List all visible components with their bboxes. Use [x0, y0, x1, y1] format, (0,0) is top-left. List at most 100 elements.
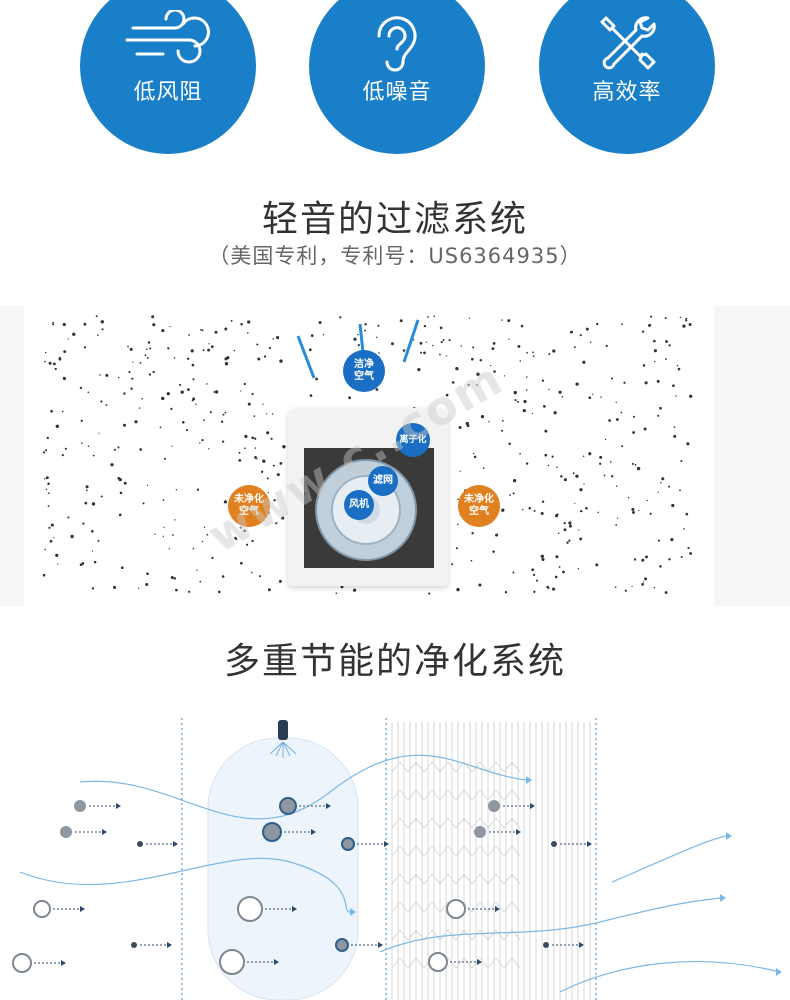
particle — [551, 841, 557, 847]
dust-particle — [439, 326, 443, 330]
dust-particle — [611, 377, 613, 380]
particle — [12, 953, 32, 973]
dust-particle — [614, 586, 617, 588]
dust-particle — [263, 355, 267, 358]
dust-particle — [238, 459, 242, 462]
dust-particle — [480, 414, 485, 419]
dust-particle — [206, 533, 209, 536]
dust-particle — [170, 407, 173, 411]
dust-particle — [568, 524, 573, 528]
section-title-purification-system: 多重节能的净化系统 — [223, 641, 566, 682]
dust-particle — [203, 419, 205, 422]
dust-particle — [582, 455, 585, 457]
dust-particle — [679, 489, 681, 492]
dust-particle — [568, 539, 571, 542]
dust-particle — [650, 315, 653, 318]
dust-particle — [476, 372, 480, 376]
dust-particle — [44, 548, 46, 551]
dust-particle — [224, 327, 228, 331]
dust-particle — [188, 334, 190, 336]
dust-particle — [621, 323, 623, 326]
dust-particle — [391, 342, 394, 346]
dust-particle — [661, 477, 665, 481]
dust-particle — [113, 448, 116, 451]
dust-particle — [259, 575, 262, 578]
dust-particle — [163, 526, 165, 528]
dust-particle — [256, 458, 258, 460]
dust-particle — [226, 356, 230, 360]
dust-particle — [643, 427, 647, 431]
dust-particle — [187, 357, 190, 360]
dust-particle — [657, 414, 660, 417]
dust-particle — [544, 453, 548, 457]
dust-particle — [87, 391, 90, 394]
particle — [262, 822, 282, 842]
dust-particle — [575, 474, 579, 478]
dust-particle — [636, 466, 641, 471]
dust-particle — [642, 364, 646, 367]
dust-particle — [256, 343, 259, 346]
dust-particle — [46, 436, 49, 440]
dust-particle — [526, 352, 528, 354]
dust-particle — [123, 481, 127, 485]
dust-particle — [97, 334, 99, 336]
dust-particle — [610, 475, 614, 478]
particle — [543, 942, 549, 948]
dust-particle — [123, 392, 126, 395]
dust-particle — [633, 558, 637, 561]
dust-particle — [689, 552, 693, 555]
dust-particle — [535, 579, 539, 582]
dust-particle — [620, 411, 623, 414]
dust-particle — [378, 352, 380, 354]
dust-particle — [468, 317, 471, 319]
dust-particle — [243, 529, 246, 533]
arrow-head — [326, 803, 331, 809]
dust-particle — [42, 573, 46, 577]
dust-particle — [105, 373, 109, 377]
tag-ionizer: 离子化 — [396, 423, 430, 457]
dust-particle — [253, 415, 256, 417]
dust-particle — [93, 560, 97, 564]
dust-particle — [677, 367, 681, 371]
dust-particle — [315, 377, 318, 381]
dust-particle — [665, 340, 668, 343]
dust-particle — [557, 532, 560, 534]
dust-particle — [208, 343, 210, 345]
dust-particle — [99, 374, 101, 376]
dust-particle — [192, 378, 195, 381]
dust-particle — [170, 576, 174, 579]
dust-particle — [377, 324, 380, 327]
dust-particle — [148, 373, 152, 376]
dust-particle — [451, 563, 454, 566]
dust-particle — [91, 502, 96, 506]
dust-particle — [682, 324, 686, 328]
dust-particle — [162, 535, 164, 537]
dust-particle — [90, 529, 94, 533]
dust-particle — [91, 587, 95, 590]
dust-particle — [138, 407, 141, 409]
dust-particle — [127, 345, 129, 348]
dust-particle — [175, 588, 178, 592]
dust-particle — [168, 547, 170, 550]
dust-particle — [544, 429, 548, 433]
dust-particle — [599, 462, 602, 465]
dust-particle — [644, 381, 648, 385]
dust-particle — [159, 426, 162, 429]
dust-particle — [54, 367, 57, 371]
dust-particle — [146, 572, 149, 575]
dust-particle — [653, 339, 656, 343]
dust-particle — [493, 370, 496, 373]
tools-icon — [539, 10, 715, 76]
dust-particle — [638, 509, 640, 512]
dust-particle — [532, 355, 535, 357]
tag-filter: 滤网 — [368, 466, 398, 496]
dust-particle — [500, 429, 504, 432]
dust-particle — [62, 376, 66, 381]
dust-particle — [599, 455, 603, 459]
dust-particle — [532, 573, 536, 576]
dust-particle — [552, 587, 556, 591]
dust-particle — [548, 388, 550, 391]
dust-particle — [79, 563, 83, 567]
dust-particle — [174, 519, 176, 521]
dust-particle — [668, 344, 671, 347]
